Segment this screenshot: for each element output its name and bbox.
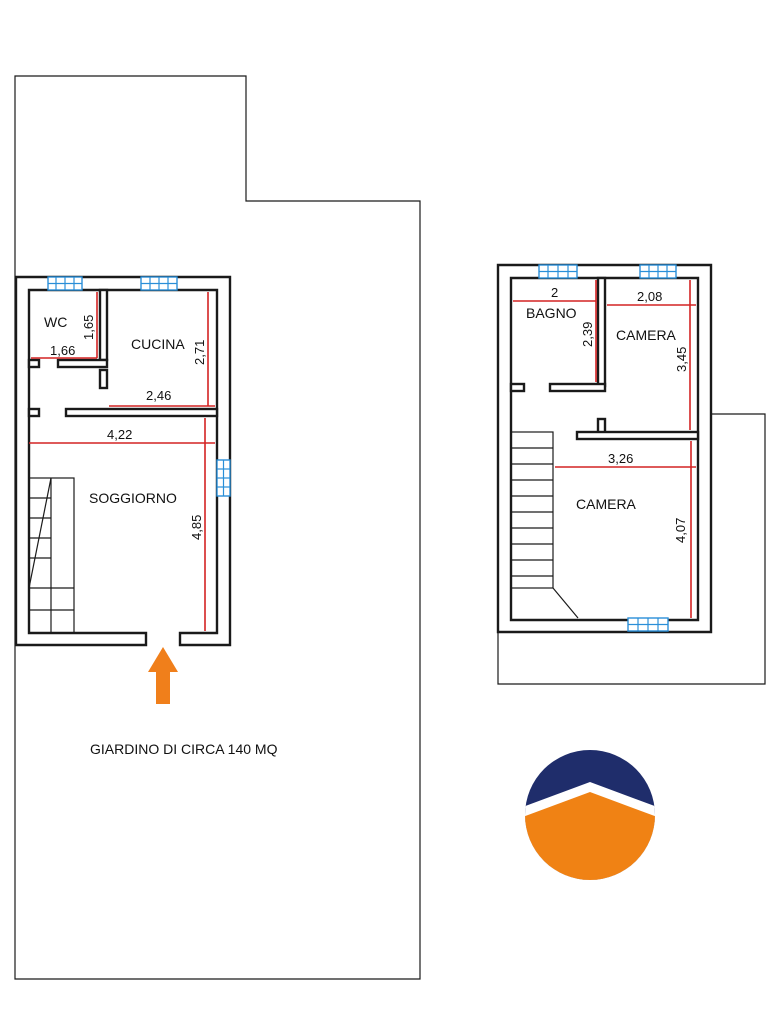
dim-label-cucina-width: 2,46 [146, 388, 171, 403]
dim-label-wc-height: 1,65 [81, 315, 96, 340]
garden-lot-outline [14, 75, 421, 980]
dim-label-bagno-width: 2 [551, 285, 558, 300]
bath-window [538, 264, 578, 279]
kitchen-wall-lower [98, 368, 109, 390]
bedroom-separation-wall [575, 430, 700, 441]
room-label-wc: WC [44, 314, 67, 330]
hall-wall-left [27, 407, 41, 418]
ground-floor-staircase [28, 477, 75, 634]
bedroom-1-window [639, 264, 677, 279]
entrance-arrow-icon [148, 647, 178, 704]
wc-window [47, 276, 83, 291]
wc-bottom-wall-right [56, 358, 109, 369]
dim-label-cucina-height: 2,71 [192, 340, 207, 365]
wc-bottom-wall [27, 358, 41, 369]
bath-bedroom-wall [596, 276, 607, 388]
dim-label-camera-2-width: 3,26 [608, 451, 633, 466]
garden-label: GIARDINO DI CIRCA 140 MQ [90, 741, 278, 757]
room-label-camera-2: CAMERA [576, 496, 637, 512]
bath-bottom-wall-right [548, 382, 607, 393]
dim-label-camera-2-height: 4,07 [673, 518, 688, 543]
dim-label-camera-1-height: 3,45 [674, 347, 689, 372]
first-floor: BAGNO CAMERA CAMERA 2 2,39 2,08 3,45 3,2… [496, 263, 766, 685]
terrace-outline [497, 413, 766, 685]
first-floor-staircase [510, 431, 579, 619]
dim-label-soggiorno-width: 4,22 [107, 427, 132, 442]
dim-label-bagno-height: 2,39 [580, 322, 595, 347]
bath-bottom-wall-left [509, 382, 526, 393]
dim-label-wc-width: 1,66 [50, 343, 75, 358]
living-room-window [216, 459, 231, 497]
room-label-camera-1: CAMERA [616, 327, 677, 343]
room-label-cucina: CUCINA [131, 336, 185, 352]
room-label-bagno: BAGNO [526, 305, 577, 321]
dim-label-camera-1-width: 2,08 [637, 289, 662, 304]
kitchen-window [140, 276, 178, 291]
bedroom-2-window [627, 617, 669, 632]
dim-label-soggiorno-height: 4,85 [189, 515, 204, 540]
ground-floor: WC CUCINA SOGGIORNO 1,66 1,65 2,71 2,46 … [14, 275, 232, 704]
hall-wall-right [64, 407, 219, 418]
room-label-soggiorno: SOGGIORNO [89, 490, 177, 506]
agency-logo [525, 750, 655, 880]
ground-floor-exterior-wall [14, 275, 232, 647]
wc-kitchen-wall [98, 288, 109, 362]
